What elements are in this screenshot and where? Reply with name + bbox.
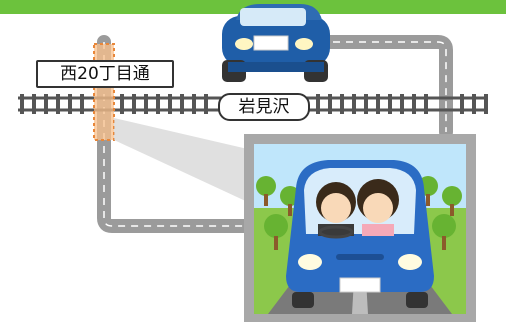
inset-illustration [244,134,476,322]
crossing-highlight [93,43,115,141]
road-loop [97,35,453,233]
street-name-label: 西20丁目通 [36,60,174,88]
callout-wedge [114,118,252,204]
station-name-label: 岩見沢 [218,93,310,121]
car-top-view [222,4,330,82]
